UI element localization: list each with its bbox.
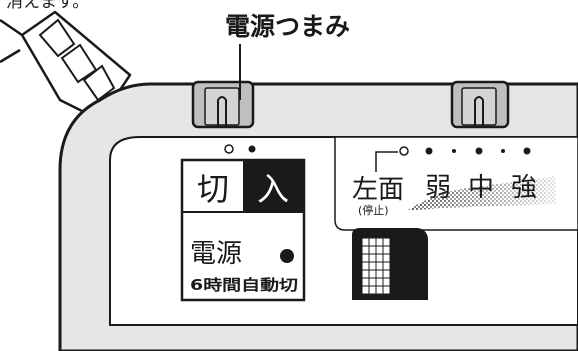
fan-level-medium: 中 [468,173,494,203]
fan-knob-icon[interactable] [450,80,510,129]
fan-speed-scale [375,146,531,172]
power-indicator-icon [280,249,294,263]
power-on-label: 入 [257,170,289,208]
fan-level-strong: 強 [511,173,537,203]
gradient-bar-icon [408,176,556,210]
fan-stop-label: (停止) [358,203,389,217]
power-on-dot-icon [248,145,256,153]
timer-label: 6時間自動切 [190,276,298,294]
power-off-dot-icon [224,144,234,154]
power-off-label: 切 [197,170,229,208]
power-knob-icon[interactable] [191,80,255,129]
power-cord-icon [0,10,132,122]
callout-label: 電源つまみ [225,12,350,41]
slider-knob-icon[interactable] [352,228,428,300]
fan-level-weak: 弱 [425,173,451,203]
power-name-label: 電源 [190,239,242,269]
top-cut-text: 消えます。 [6,0,90,12]
power-switch-box: 切 入 電源 6時間自動切 [180,158,306,302]
fan-left-label: 左面 [352,175,404,205]
